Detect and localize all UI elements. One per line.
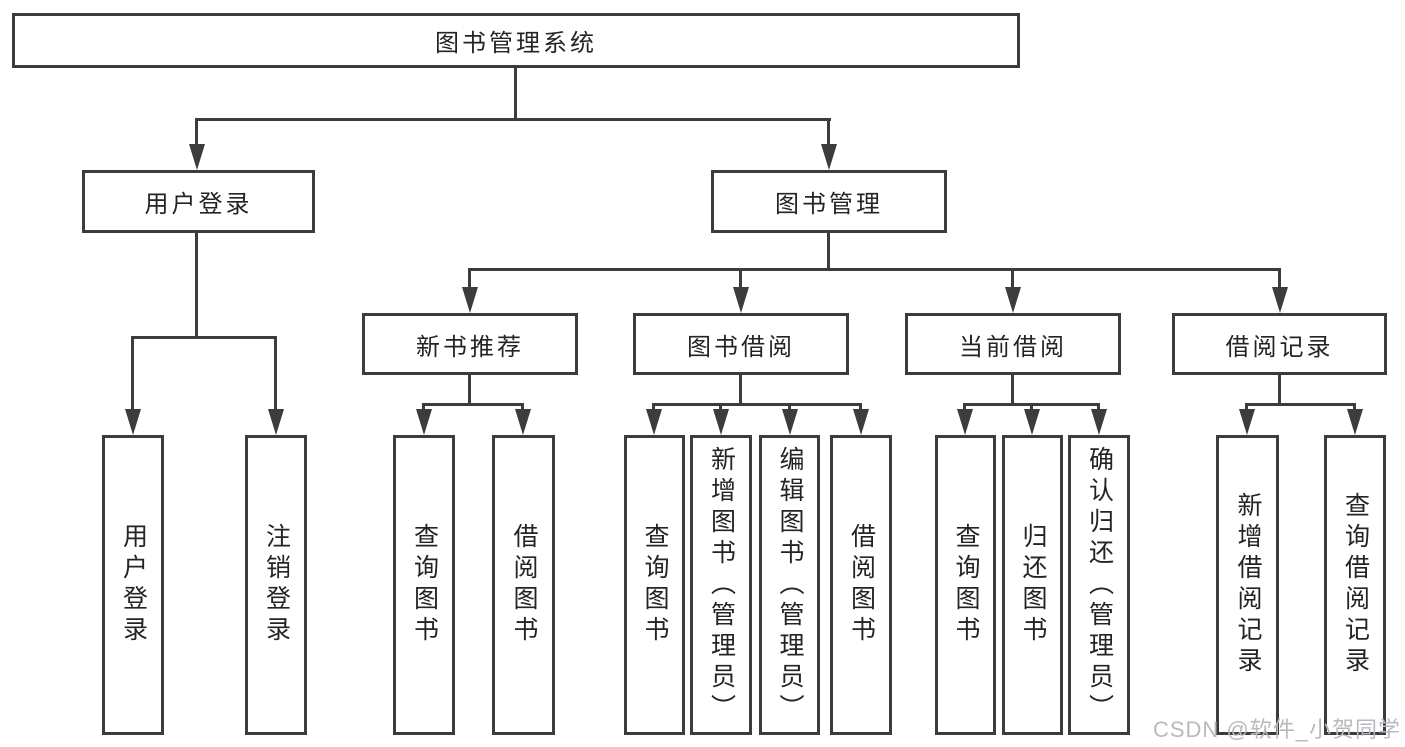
leaf-query-books-recommend: 查询图书 [393,435,455,735]
leaf-edit-book-admin-label: 编辑图书（管理员） [776,445,804,725]
connector-stem [468,375,471,406]
leaf-return-book-label: 归还图书 [1019,523,1047,647]
connector-stem [719,403,722,412]
leaf-add-book-admin: 新增图书（管理员） [690,435,752,735]
node-new-book-recommend: 新书推荐 [362,313,578,375]
node-book-management-label: 图书管理 [775,191,883,218]
connector-stem [195,118,198,146]
arrowhead-down-icon [1005,287,1021,313]
arrowhead-down-icon [733,287,749,313]
arrowhead-down-icon [1239,409,1255,435]
leaf-logout-label: 注销登录 [262,523,291,647]
arrowhead-down-icon [821,144,837,170]
node-borrow-records: 借阅记录 [1172,313,1387,375]
connector-stem [131,336,134,412]
node-user-login-label: 用户登录 [144,191,253,218]
leaf-add-borrow-record-label: 新增借阅记录 [1234,492,1262,678]
leaf-query-books-current: 查询图书 [935,435,996,735]
node-current-borrow: 当前借阅 [905,313,1121,375]
leaf-confirm-return-admin-label: 确认归还（管理员） [1085,445,1114,725]
leaf-user-login-label: 用户登录 [119,523,148,647]
arrowhead-down-icon [1024,409,1040,435]
arrowhead-down-icon [268,409,284,435]
node-user-login: 用户登录 [82,170,315,233]
connector-bar [196,118,831,121]
leaf-query-books-borrow: 查询图书 [624,435,685,735]
connector-stem [1011,375,1014,406]
connector-stem [274,336,277,412]
connector-stem [422,403,425,412]
leaf-query-books-recommend-label: 查询图书 [410,523,439,647]
arrowhead-down-icon [1091,409,1107,435]
leaf-return-book: 归还图书 [1002,435,1063,735]
leaf-edit-book-admin: 编辑图书（管理员） [759,435,820,735]
node-book-management: 图书管理 [711,170,947,233]
leaf-borrow-books: 借阅图书 [830,435,892,735]
arrowhead-down-icon [713,409,729,435]
connector-stem [1097,403,1100,412]
connector-stem [652,403,655,412]
connector-stem [859,403,862,412]
leaf-borrow-books-recommend-label: 借阅图书 [510,523,538,647]
arrowhead-down-icon [782,409,798,435]
connector-bar [469,268,1281,271]
node-root-label: 图书管理系统 [435,30,597,57]
node-book-borrow-label: 图书借阅 [687,333,795,361]
leaf-borrow-books-recommend: 借阅图书 [492,435,555,735]
leaf-user-login: 用户登录 [102,435,164,735]
connector-stem [468,268,471,290]
arrowhead-down-icon [646,409,662,435]
connector-bar [423,403,524,406]
leaf-query-borrow-record: 查询借阅记录 [1324,435,1386,735]
leaf-logout: 注销登录 [245,435,307,735]
arrowhead-down-icon [125,409,141,435]
connector-stem [1353,403,1356,412]
arrowhead-down-icon [957,409,973,435]
arrowhead-down-icon [462,287,478,313]
connector-stem [195,233,198,339]
connector-stem [1278,375,1281,406]
arrowhead-down-icon [1272,287,1288,313]
connector-bar [653,403,862,406]
leaf-query-books-borrow-label: 查询图书 [641,523,669,647]
connector-stem [1245,403,1248,412]
connector-stem [739,375,742,406]
node-root: 图书管理系统 [12,13,1020,68]
connector-stem [514,68,517,121]
leaf-borrow-books-label: 借阅图书 [847,523,876,647]
connector-bar [1246,403,1356,406]
arrowhead-down-icon [515,409,531,435]
node-new-book-recommend-label: 新书推荐 [416,333,524,361]
connector-stem [788,403,791,412]
node-borrow-records-label: 借阅记录 [1225,333,1334,361]
connector-stem [827,118,830,146]
leaf-confirm-return-admin: 确认归还（管理员） [1068,435,1130,735]
connector-bar [132,336,277,339]
leaf-query-books-current-label: 查询图书 [952,523,980,647]
leaf-add-borrow-record: 新增借阅记录 [1216,435,1279,735]
connector-stem [1278,268,1281,290]
connector-stem [963,403,966,412]
watermark: CSDN @软件_小贺同学 [1152,717,1401,742]
arrowhead-down-icon [416,409,432,435]
arrowhead-down-icon [853,409,869,435]
arrowhead-down-icon [189,144,205,170]
connector-stem [739,268,742,290]
connector-stem [827,233,830,271]
connector-stem [1011,268,1014,290]
leaf-query-borrow-record-label: 查询借阅记录 [1341,492,1370,678]
leaf-add-book-admin-label: 新增图书（管理员） [707,445,736,725]
arrowhead-down-icon [1347,409,1363,435]
connector-stem [521,403,524,412]
node-current-borrow-label: 当前借阅 [959,333,1067,361]
connector-stem [1030,403,1033,412]
node-book-borrow: 图书借阅 [633,313,849,375]
